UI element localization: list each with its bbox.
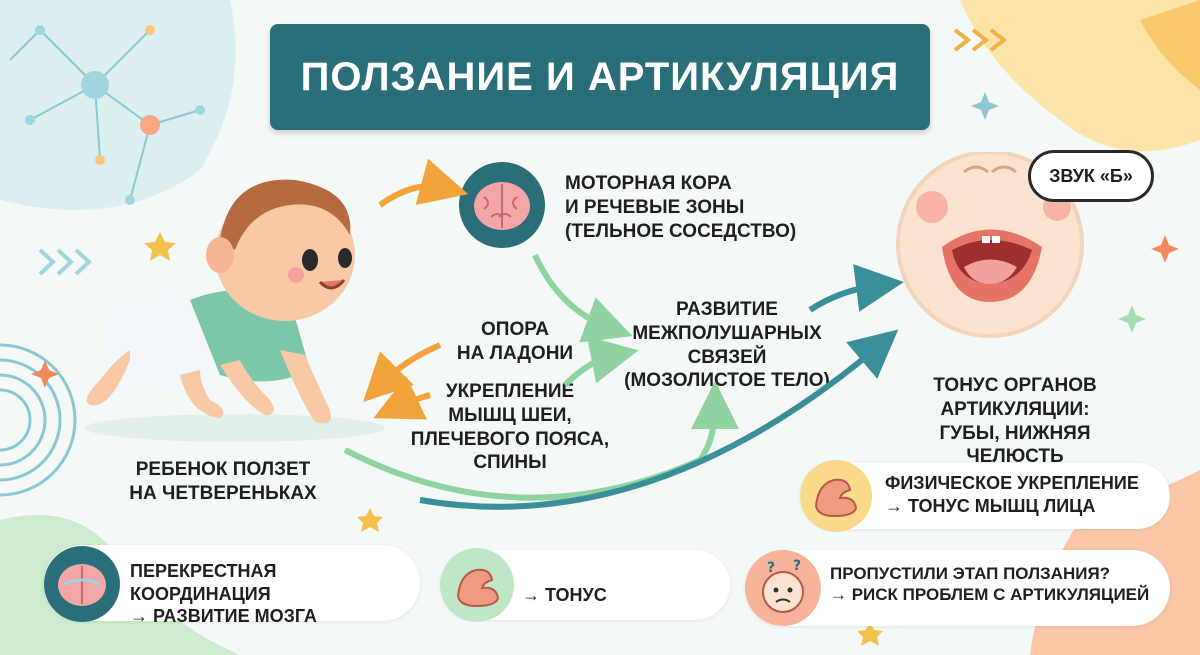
muscle-arm-icon (814, 478, 858, 518)
muscle-strength-line: СПИНЫ (473, 452, 547, 474)
brain-icon (58, 564, 106, 606)
cross-coord-line: → РАЗВИТИЕ МОЗГА (130, 606, 317, 626)
baby-crawling-label: РЕБЕНОК ПОЛЗЕТ НА ЧЕТВЕРЕНЬКАХ (118, 458, 328, 506)
arrow-long-green (343, 381, 739, 501)
articulation-tone-line: АРТИКУЛЯЦИИ: (940, 398, 1090, 420)
baby-label-line: НА ЧЕТВЕРЕНЬКАХ (129, 482, 317, 504)
arrow-muscle-to-baby (373, 376, 431, 420)
motor-cortex-label: МОТОРНАЯ КОРА И РЕЧЕВЫЕ ЗОНЫ (ТЕЛЬНОЕ СО… (565, 172, 825, 243)
physical-icon-circle (800, 460, 872, 532)
arrow-palm-to-baby (363, 342, 442, 402)
motor-cortex-line: (ТЕЛЬНОЕ СОСЕДСТВО) (565, 220, 797, 242)
physical-strength-text: ФИЗИЧЕСКОЕ УКРЕПЛЕНИЕ → ТОНУС МЫШЦ ЛИЦА (885, 472, 1170, 517)
missed-icon-circle: ? ? (745, 550, 821, 626)
sparkle-decor (31, 235, 1179, 388)
muscle-strength-line: УКРЕПЛЕНИЕ (445, 381, 575, 402)
articulation-tone-line: ТОНУС ОРГАНОВ (933, 375, 1097, 396)
muscle-strength-line: МЫШЦ ШЕИ, (448, 404, 572, 426)
muscle-arm-icon (456, 568, 500, 608)
tonus-text: → ТОНУС (522, 585, 607, 605)
page-title: ПОЛЗАНИЕ И АРТИКУЛЯЦИЯ (300, 54, 900, 99)
palm-support-line: НА ЛАДОНИ (456, 342, 574, 364)
crawling-baby-illustration (85, 179, 385, 442)
brain-node (459, 162, 545, 248)
physical-line: → ТОНУС МЫШЦ ЛИЦА (885, 495, 1096, 516)
chevron-decor-left (38, 248, 92, 276)
confused-baby-icon: ? ? (762, 558, 804, 613)
svg-text:?: ? (793, 558, 801, 574)
title-banner: ПОЛЗАНИЕ И АРТИКУЛЯЦИЯ (270, 24, 930, 130)
tonus-icon-circle (440, 548, 514, 622)
cross-coord-icon-circle (44, 546, 120, 622)
svg-text:?: ? (767, 560, 775, 576)
motor-cortex-line: И РЕЧЕВЫЕ ЗОНЫ (565, 196, 745, 218)
interhemispheric-line: (МОЗОЛИСТОЕ ТЕЛО) (624, 370, 830, 392)
missed-line: → РИСК ПРОБЛЕМ С АРТИКУЛЯЦИЕЙ (830, 585, 1150, 605)
speech-bubble: ЗВУК «Б» (1028, 150, 1154, 202)
interhemispheric-line: МЕЖПОЛУШАРНЫХ (632, 322, 822, 344)
arrow-muscle-to-interhemispheric (562, 336, 639, 388)
chevron-decor-right (953, 28, 1008, 52)
arrow-brain-to-interhemispheric (532, 253, 633, 343)
palm-support-line: ОПОРА (481, 319, 549, 340)
arrow-interhemispheric-to-face (808, 264, 904, 313)
missed-line: ПРОПУСТИЛИ ЭТАП ПОЛЗАНИЯ? (830, 564, 1111, 583)
brain-icon (474, 182, 530, 230)
motor-cortex-line: МОТОРНАЯ КОРА (565, 173, 732, 194)
arrow-baby-to-brain (378, 158, 469, 208)
speech-bubble-text: ЗВУК «Б» (1049, 165, 1133, 186)
interhemispheric-line: РАЗВИТИЕ (676, 299, 778, 320)
arrow-long-teal (419, 329, 899, 510)
cross-coordination-text: ПЕРЕКРЕСТНАЯ КООРДИНАЦИЯ → РАЗВИТИЕ МОЗГ… (130, 560, 420, 628)
star-decor (144, 232, 883, 646)
muscle-strength-label: УКРЕПЛЕНИЕ МЫШЦ ШЕИ, ПЛЕЧЕВОГО ПОЯСА, СП… (395, 380, 625, 475)
articulation-tone-label: ТОНУС ОРГАНОВ АРТИКУЛЯЦИИ: ГУБЫ, НИЖНЯЯ … (900, 374, 1130, 469)
muscle-strength-line: ПЛЕЧЕВОГО ПОЯСА, (410, 428, 610, 450)
interhemispheric-line: СВЯЗЕЙ (687, 346, 767, 368)
missed-stage-text: ПРОПУСТИЛИ ЭТАП ПОЛЗАНИЯ? → РИСК ПРОБЛЕМ… (830, 563, 1175, 606)
baby-label-line: РЕБЕНОК ПОЛЗЕТ (135, 459, 311, 480)
concentric-rings-decor (0, 343, 77, 497)
interhemispheric-label: РАЗВИТИЕ МЕЖПОЛУШАРНЫХ СВЯЗЕЙ (МОЗОЛИСТО… (612, 298, 842, 393)
cross-coord-line: ПЕРЕКРЕСТНАЯ КООРДИНАЦИЯ (130, 561, 277, 604)
palm-support-label: ОПОРА НА ЛАДОНИ (440, 318, 590, 366)
articulation-tone-line: ГУБЫ, НИЖНЯЯ ЧЕЛЮСТЬ (939, 422, 1091, 468)
physical-line: ФИЗИЧЕСКОЕ УКРЕПЛЕНИЕ (885, 473, 1139, 493)
